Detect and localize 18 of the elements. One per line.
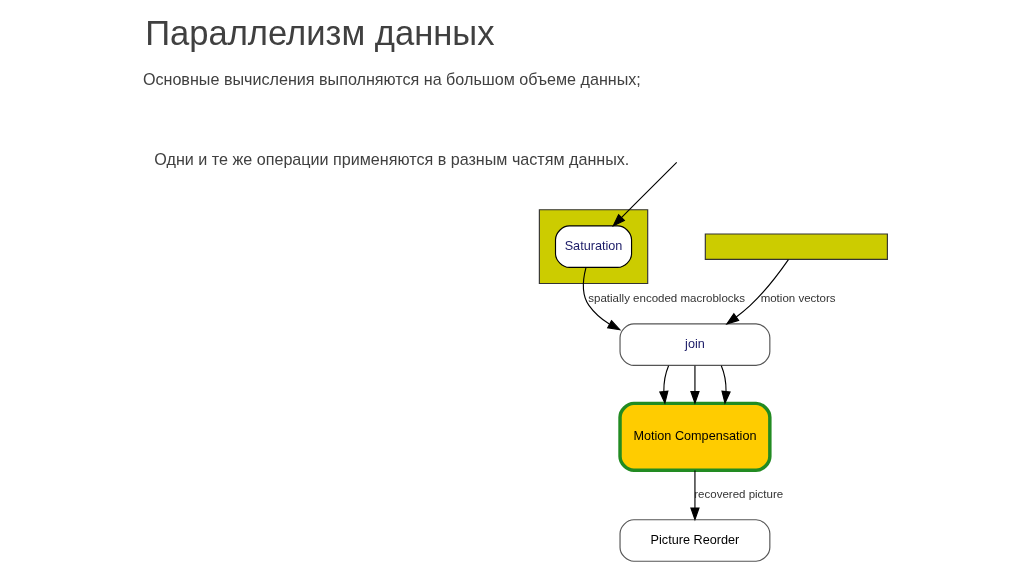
edge-label: spatially encoded macroblocks — [588, 291, 746, 304]
node-box: join — [619, 323, 771, 366]
arrow — [690, 365, 700, 405]
node-box: Motion Compensation — [618, 401, 772, 472]
node-box: Picture Reorder — [619, 519, 771, 562]
node-box: Saturation — [554, 225, 633, 268]
edge-label: motion vectors — [760, 291, 836, 304]
arrow — [725, 259, 789, 325]
diagram-title: Параллелизм данных — [145, 14, 495, 52]
node-box — [704, 233, 888, 260]
arrow — [720, 365, 731, 405]
arrow — [658, 365, 670, 405]
cluster — [538, 209, 649, 285]
arrow — [582, 267, 622, 331]
label: Одни и те же операции применяются в разным частям данных. — [154, 149, 630, 168]
arrow — [690, 470, 700, 522]
arrow — [612, 161, 678, 227]
label: Основные вычисления выполняются на большом объеме данных; — [142, 69, 641, 88]
